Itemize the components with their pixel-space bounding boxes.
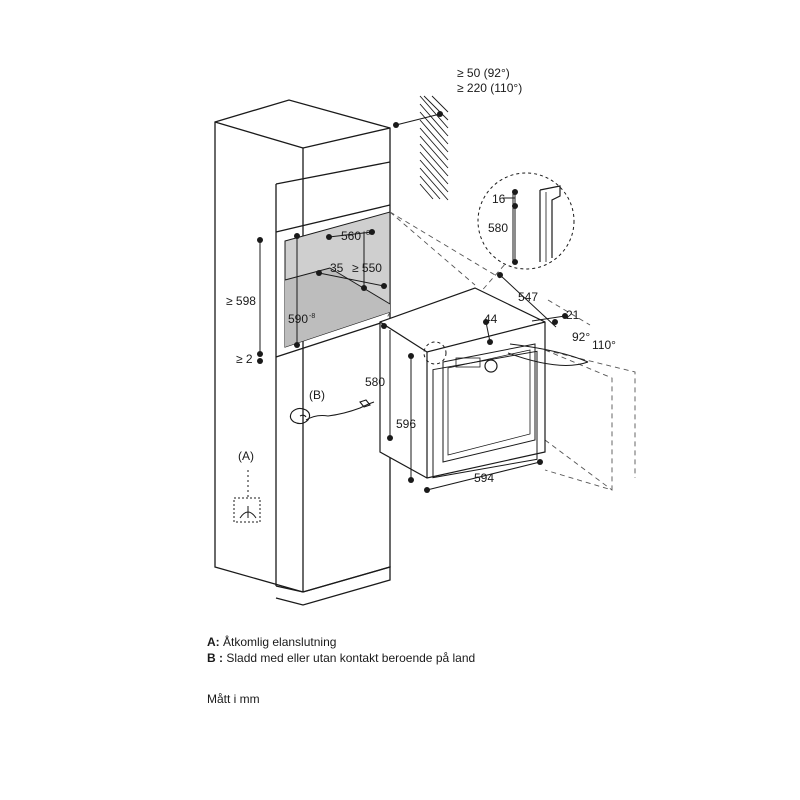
dim-590: 590 [288,312,308,326]
dim-560: 560 [341,229,361,243]
legend-text-a: Åtkomlig elanslutning [223,635,337,649]
legend: A: Åtkomlig elanslutning B : Sladd med e… [207,634,475,666]
dimension-dots [257,111,568,493]
junction-box [233,470,261,523]
dim-35: 35 [330,261,344,275]
dim-598: ≥ 598 [226,294,256,308]
dim-top-vent-2: ≥ 220 (110°) [457,81,522,95]
tall-cabinet [214,99,391,606]
legend-key-a: A: [207,635,220,649]
legend-text-b: Sladd med eller utan kontakt beroende på… [226,651,476,665]
legend-key-b: B : [207,651,223,665]
dim-angle-110: 110° [592,338,616,352]
callout-a: (A) [238,449,254,463]
dim-angle-92: 92° [572,330,590,344]
dim-top-vent-1: ≥ 50 (92°) [457,66,510,80]
legend-item-a: A: Åtkomlig elanslutning [207,634,475,650]
legend-item-b: B : Sladd med eller utan kontakt beroend… [207,650,475,666]
oven [379,287,546,479]
unit-note: Mått i mm [207,692,260,706]
callout-b: (B) [309,388,325,402]
detail-circle [423,341,447,365]
dim-596: 596 [396,417,416,431]
dim-44: 44 [484,312,498,326]
dimension-lines [259,113,589,491]
dim-590-tolerance: -8 [309,313,315,320]
dim-594: 594 [474,471,494,485]
power-outlet [289,399,375,425]
vent-hatching [419,95,449,201]
dim-560-tolerance: +8 [362,230,370,237]
dim-21: 21 [566,308,580,322]
dim-550: ≥ 550 [352,261,382,275]
dim-547: 547 [518,290,538,304]
dim-580-detail: 580 [488,221,508,235]
dim-580: 580 [365,375,385,389]
dim-16: 16 [492,192,506,206]
detail-magnifier [477,172,575,270]
dim-2: ≥ 2 [236,352,253,366]
